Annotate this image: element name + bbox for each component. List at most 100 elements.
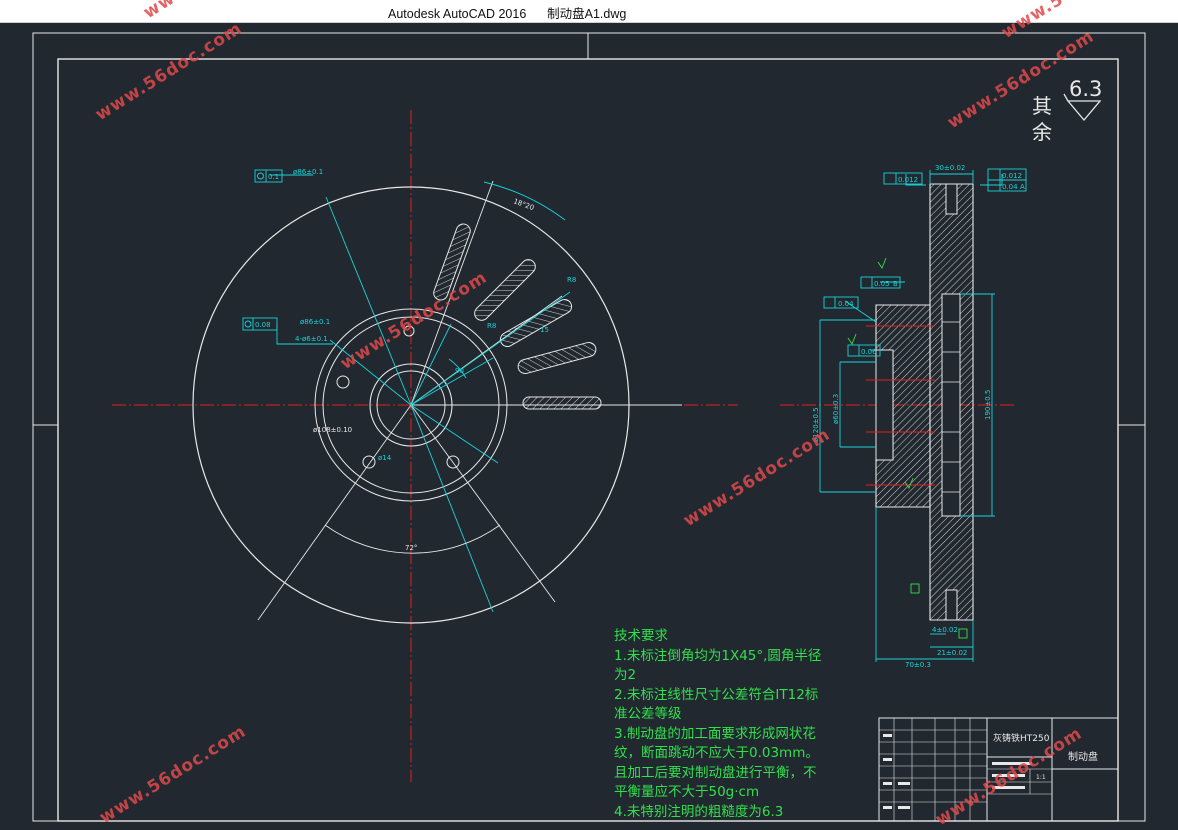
dia108-label: ø108±0.10 xyxy=(313,426,352,434)
radial-line-1 xyxy=(410,180,494,406)
tech-line-6: 纹，断面跳动不应大于0.03mm。 xyxy=(614,745,819,761)
datum-a-label: A xyxy=(1020,183,1025,191)
dim-leader-2 xyxy=(410,404,494,613)
outer-frame xyxy=(32,32,1146,822)
bolt-hole-1 xyxy=(336,375,350,389)
tol-mid-value: 0.08 xyxy=(255,321,271,329)
drawing-canvas[interactable]: 0.1 0.08 ø86±0.1 ø86±0.1 4-ø6±0.1 18°20 … xyxy=(0,22,1178,823)
tech-line-1: 1.未标注倒角均为1X45°,圆角半径 xyxy=(614,647,822,664)
tb-bar-2 xyxy=(992,774,1025,777)
roughness-value: 6.3 xyxy=(1069,77,1103,101)
dia120-label: ø120±0.5 xyxy=(812,407,820,442)
w30-label: 30±0.02 xyxy=(935,164,965,172)
tech-line-7: 且加工后要对制动盘进行平衡，不 xyxy=(614,764,817,781)
len15-label: 15 xyxy=(540,326,549,334)
par-right-value: 0.04 xyxy=(1002,183,1018,191)
front-view: 0.1 0.08 ø86±0.1 ø86±0.1 4-ø6±0.1 18°20 … xyxy=(112,110,738,782)
dim-leader-3 xyxy=(329,339,412,406)
vent-groove-top xyxy=(945,183,958,215)
vent-slot-4 xyxy=(517,341,597,375)
leader-flatness-left xyxy=(905,174,926,186)
tol-frame-top xyxy=(254,169,283,183)
dia-tag-2: ø86±0.1 xyxy=(300,318,330,326)
arc-angle-bottom xyxy=(324,524,501,554)
dim-leader-1 xyxy=(325,196,412,406)
roughness-mark-1 xyxy=(847,333,857,345)
vent-slots xyxy=(433,223,602,410)
dia14-label: ø14 xyxy=(378,454,392,462)
roughness-symbol xyxy=(1063,93,1102,122)
perp-value: 0.05 xyxy=(874,280,890,288)
vent-slot-5 xyxy=(522,396,602,410)
tb-bar-4 xyxy=(883,734,892,737)
side-dims xyxy=(819,168,1027,662)
tech-line-5: 3.制动盘的加工面要求形成网状花 xyxy=(614,725,816,742)
par-left-value: 0.04 xyxy=(838,300,854,308)
title-bar: Autodesk AutoCAD 2016 制动盘A1.dwg xyxy=(0,0,1178,23)
tb-bars xyxy=(883,734,1032,809)
leader-par xyxy=(844,300,877,323)
hub-bore xyxy=(875,349,894,461)
dia190-label: 190±0.5 xyxy=(984,390,992,420)
tb-bar-1 xyxy=(992,762,1032,765)
tech-line-2: 为2 xyxy=(614,667,637,683)
leader-mid xyxy=(276,324,333,345)
tb-part-name: 制动盘 xyxy=(1068,750,1098,763)
front-dims xyxy=(270,174,571,613)
datum-marker-2 xyxy=(958,628,968,639)
tb-bar-6 xyxy=(883,782,892,785)
tb-bar-5 xyxy=(883,758,892,761)
tol-frame-mid xyxy=(242,317,278,331)
arc-angle-top xyxy=(483,181,566,221)
w21-label: 21±0.02 xyxy=(937,649,967,657)
tech-line-8: 平衡量应不大于50g·cm xyxy=(614,784,760,800)
ang90-label: 90 xyxy=(455,367,464,375)
tol-frame-top-icon xyxy=(257,172,264,180)
radial-lines xyxy=(257,180,682,621)
dia60-label: ø60±0.3 xyxy=(832,394,840,424)
inner-groove xyxy=(941,293,961,517)
bolt-hole-4 xyxy=(403,325,415,337)
dia-tag-1: ø86±0.1 xyxy=(293,168,323,176)
vent-groove-bottom xyxy=(945,589,958,621)
tb-material: 灰铸铁HT250 xyxy=(993,732,1050,744)
leader-flatness-right xyxy=(980,174,1003,186)
tol-006-frame xyxy=(847,344,881,357)
tech-line-9: 4.未特别注明的粗糙度为6.3 xyxy=(614,803,784,820)
tech-line-3: 2.未标注线性尺寸公差符合IT12标 xyxy=(614,686,819,703)
title-block-grid xyxy=(879,718,1052,821)
par-frame xyxy=(823,296,859,309)
tol-top-value: 0.1 xyxy=(268,173,279,181)
flat-left-value: 0.012 xyxy=(898,176,918,184)
dia-tag-3: 4-ø6±0.1 xyxy=(295,335,328,343)
inner-groove-ticks xyxy=(942,321,960,493)
bolt-hole-2 xyxy=(362,455,376,469)
flatness-frame-left xyxy=(883,172,923,185)
flat-right-value: 0.012 xyxy=(1002,172,1022,180)
dim-leader-5 xyxy=(410,291,571,406)
roughness-mark-3 xyxy=(877,257,887,269)
dim-leader-4 xyxy=(410,404,499,464)
roughness-char-2: 余 xyxy=(1032,120,1052,144)
tech-title: 技术要求 xyxy=(614,628,668,644)
window-title: Autodesk AutoCAD 2016 制动盘A1.dwg xyxy=(388,7,627,21)
w4-label: 4±0.02 xyxy=(932,626,958,634)
angle-bottom-label: 72° xyxy=(405,544,417,552)
tb-bar-8 xyxy=(883,806,892,809)
perp-frame xyxy=(860,276,901,289)
bolt-hole-3 xyxy=(446,455,460,469)
dim-leader-7 xyxy=(410,323,452,406)
w70-label: 70±0.3 xyxy=(905,661,931,669)
r8-label: R8 xyxy=(567,276,576,284)
radial-line-5 xyxy=(257,404,412,621)
vent-slot-3 xyxy=(499,299,573,347)
r8-label-2: R8 xyxy=(487,322,496,330)
tech-line-4: 准公差等级 xyxy=(614,706,682,722)
tb-bar-9 xyxy=(898,806,910,809)
title-block xyxy=(878,717,1119,822)
tech-requirements: 技术要求 1.未标注倒角均为1X45°,圆角半径 为2 2.未标注线性尺寸公差符… xyxy=(614,627,854,822)
tb-scale: 1:1 xyxy=(1036,774,1046,781)
tol-frame-mid-icon xyxy=(244,320,252,328)
arc-90 xyxy=(448,358,467,379)
roughness-mark-2 xyxy=(904,477,914,489)
